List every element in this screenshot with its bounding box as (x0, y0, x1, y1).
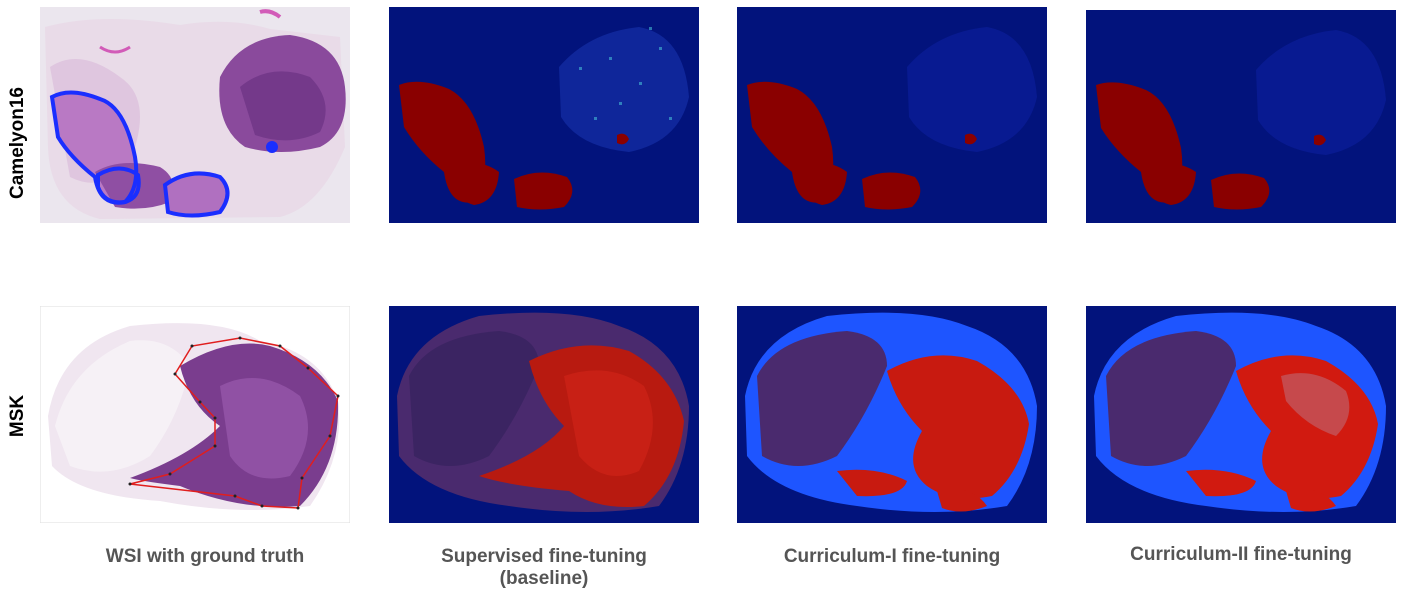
column-label-wsi-ground-truth: WSI with ground truth (40, 546, 370, 568)
column-label-line1: Supervised fine-tuning (441, 546, 647, 567)
row-label-camelyon16: Camelyon16 (7, 87, 28, 199)
msk-supervised-heatmap (389, 306, 699, 523)
msk-curriculum-i-heatmap (737, 306, 1047, 523)
camelyon16-supervised-heatmap (389, 7, 699, 223)
msk-wsi-image (40, 306, 350, 523)
column-label-supervised: Supervised fine-tuning (baseline) (389, 546, 699, 590)
column-label-curriculum-i: Curriculum-I fine-tuning (737, 546, 1047, 568)
column-label-line2: (baseline) (499, 568, 589, 589)
column-label-line1: Curriculum-II fine-tuning (1130, 544, 1352, 565)
column-label-line1: Curriculum-I fine-tuning (783, 546, 1001, 567)
camelyon16-curriculum-i-heatmap (737, 7, 1047, 223)
row-label-msk: MSK (7, 394, 28, 438)
camelyon16-curriculum-ii-heatmap (1086, 10, 1396, 223)
column-label-line1: WSI with ground truth (105, 546, 305, 567)
camelyon16-wsi-image (40, 7, 350, 223)
column-label-curriculum-ii: Curriculum-II fine-tuning (1086, 544, 1396, 566)
msk-curriculum-ii-heatmap (1086, 306, 1396, 523)
